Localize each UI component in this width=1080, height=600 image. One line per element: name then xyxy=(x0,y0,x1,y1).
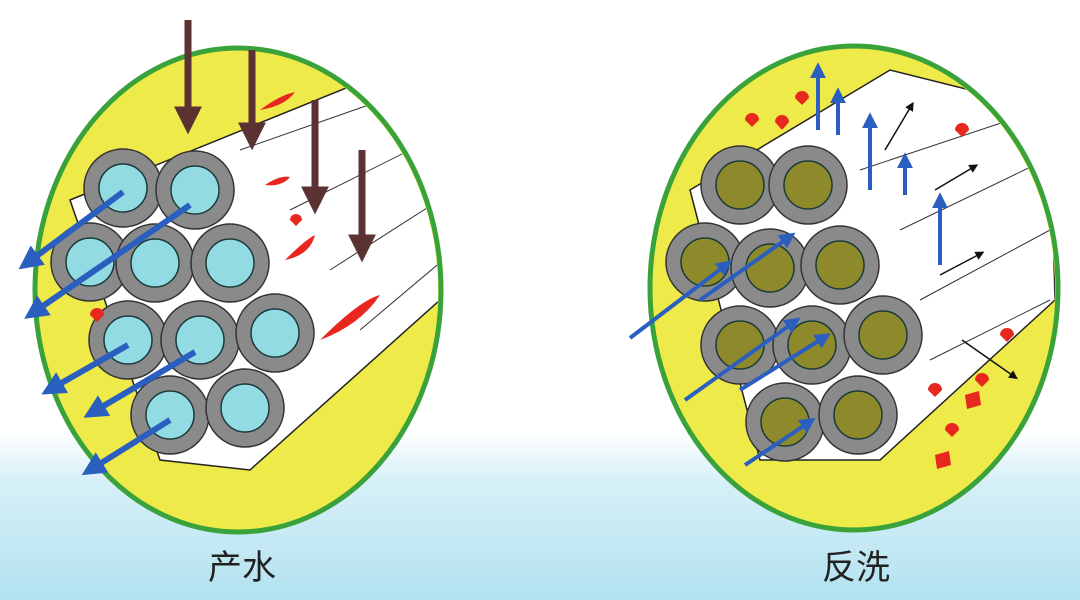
fiber-core xyxy=(130,238,180,288)
backwash-inflow-arrow xyxy=(683,317,801,402)
backwash-label: 反洗 xyxy=(822,548,890,588)
production-label: 产水 xyxy=(208,548,276,588)
fiber-line xyxy=(359,249,438,331)
membrane-module-backwash xyxy=(647,43,1061,533)
membrane-module-production xyxy=(32,45,444,535)
backwash-inflow-arrow xyxy=(698,232,796,302)
fiber-core xyxy=(170,165,220,215)
foulant-particle xyxy=(265,176,290,186)
foulant-particle xyxy=(745,113,759,127)
foulant-particle xyxy=(965,391,981,409)
foulant-particle xyxy=(955,123,969,137)
fiber-line xyxy=(859,119,1011,171)
fiber-core xyxy=(175,315,225,365)
foulant-particle xyxy=(975,373,989,387)
foulant-particle xyxy=(935,451,951,469)
fiber-core xyxy=(65,237,115,287)
backwash-inflow-arrow xyxy=(628,260,733,340)
foulant-particle xyxy=(320,295,380,340)
fiber-core xyxy=(250,308,300,358)
flow-direction-arrow xyxy=(939,251,985,276)
fiber-core xyxy=(783,160,833,210)
foulant-particle xyxy=(260,92,295,110)
fiber-core xyxy=(205,238,255,288)
foulant-particle xyxy=(90,308,104,322)
fiber-core xyxy=(858,310,908,360)
foulant-particle xyxy=(775,115,789,130)
backwash-inflow-arrow xyxy=(738,333,831,392)
permeate-arrow xyxy=(18,189,125,270)
fiber-core xyxy=(715,160,765,210)
fiber-core xyxy=(815,240,865,290)
permeate-arrow xyxy=(81,417,172,476)
foulant-particle xyxy=(795,91,809,105)
flow-direction-arrow xyxy=(934,164,979,191)
flow-direction-arrow xyxy=(961,339,1018,380)
permeate-arrow xyxy=(83,349,197,418)
flow-direction-arrow xyxy=(884,101,914,151)
permeate-arrow xyxy=(41,342,130,395)
foulant-particle xyxy=(945,423,959,437)
foulant-particle xyxy=(290,214,302,226)
fiber-core xyxy=(833,390,883,440)
fiber-core xyxy=(220,383,270,433)
fiber-line xyxy=(929,299,1051,361)
foulant-particle xyxy=(928,383,942,397)
backwash-inflow-arrow xyxy=(743,417,816,467)
permeate-arrow xyxy=(24,202,192,319)
foulant-particle xyxy=(285,235,315,260)
fiber-line xyxy=(919,229,1051,301)
foulant-particle xyxy=(1000,328,1014,342)
fiber-line xyxy=(899,159,1046,231)
